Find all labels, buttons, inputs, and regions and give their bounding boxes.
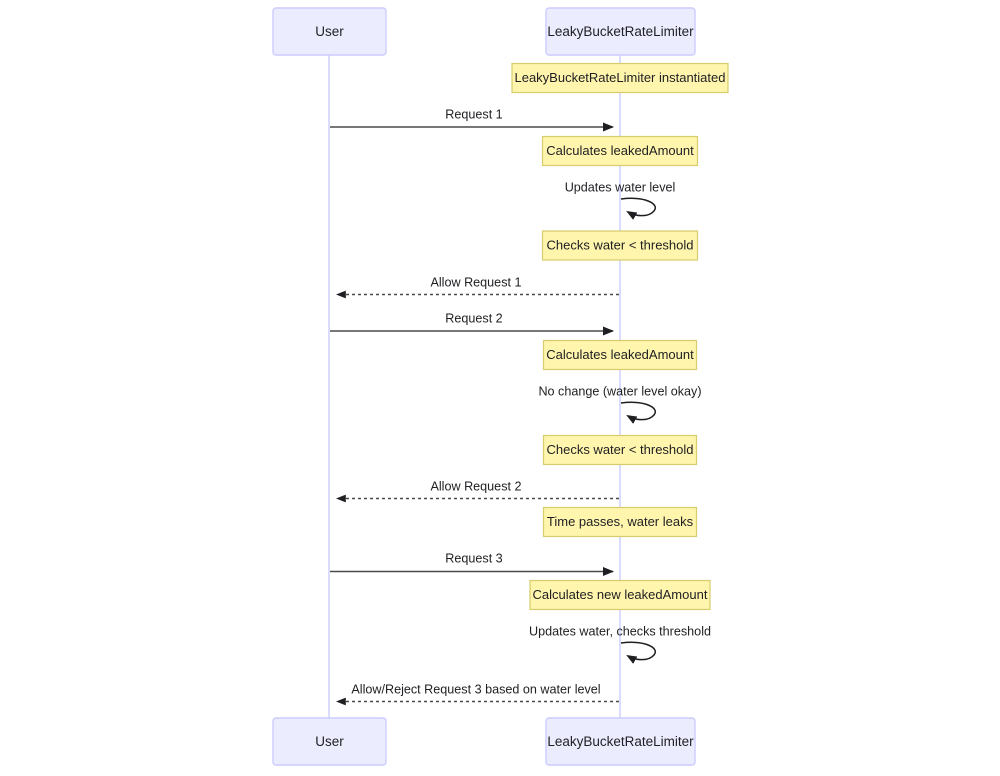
note-text-time-passes: Time passes, water leaks — [547, 514, 694, 529]
message-allow-request-1: Allow Request 1 — [336, 275, 619, 299]
note-box-checks-threshold-2 — [542, 434, 698, 466]
actor-label-limiter-top: LeakyBucketRateLimiter — [547, 24, 694, 39]
note-box-time-passes — [542, 506, 698, 538]
actor-box-limiter-top[interactable] — [545, 7, 696, 56]
note-box-instantiated — [511, 62, 729, 94]
actor-header-limiter[interactable]: LeakyBucketRateLimiter — [545, 7, 696, 56]
actor-footer-user[interactable]: User — [272, 717, 387, 766]
note-box-calculates-new-leaked — [529, 579, 711, 611]
actor-box-user-bottom[interactable] — [272, 717, 387, 766]
message-label-request-2: Request 2 — [445, 311, 502, 325]
message-label-request-3: Request 3 — [445, 551, 502, 565]
message-allow-request-2: Allow Request 2 — [336, 479, 619, 503]
message-label-allow-reject-request-3: Allow/Reject Request 3 based on water le… — [351, 682, 600, 696]
message-request-1: Request 1 — [330, 107, 615, 132]
self-message-label-updates-water-level: Updates water level — [565, 180, 676, 194]
note-box-calculates-leaked-1 — [541, 135, 699, 167]
note-checks-threshold-2: Checks water < threshold — [542, 434, 698, 466]
message-label-allow-request-1: Allow Request 1 — [430, 275, 521, 289]
actor-header-user[interactable]: User — [272, 7, 387, 56]
self-message-loop-updates-checks-threshold — [620, 641, 657, 664]
actor-box-user-top[interactable] — [272, 7, 387, 56]
actor-box-limiter-bottom[interactable] — [545, 717, 696, 766]
note-calculates-new-leaked-amount: Calculates new leakedAmount — [529, 579, 711, 611]
message-allow-reject-request-3: Allow/Reject Request 3 based on water le… — [336, 682, 619, 706]
note-time-passes: Time passes, water leaks — [542, 506, 698, 538]
note-text-calculates-leaked-1: Calculates leakedAmount — [546, 143, 694, 158]
self-message-loop-updates-water-level — [620, 197, 657, 220]
note-text-checks-threshold-1: Checks water < threshold — [546, 237, 693, 252]
message-label-request-1: Request 1 — [445, 107, 502, 121]
note-checks-threshold-1: Checks water < threshold — [541, 230, 699, 261]
note-instantiated: LeakyBucketRateLimiter instantiated — [511, 62, 729, 94]
self-message-updates-checks-threshold: Updates water, checks threshold — [529, 624, 711, 664]
actor-label-user-bottom: User — [315, 734, 344, 749]
message-request-2: Request 2 — [330, 311, 615, 336]
message-label-allow-request-2: Allow Request 2 — [430, 479, 521, 493]
message-request-3: Request 3 — [330, 551, 615, 576]
actor-footer-limiter[interactable]: LeakyBucketRateLimiter — [545, 717, 696, 766]
note-calculates-leaked-amount-2: Calculates leakedAmount — [542, 339, 698, 371]
note-text-instantiated: LeakyBucketRateLimiter instantiated — [514, 70, 725, 85]
note-box-calculates-leaked-2 — [542, 339, 698, 371]
self-message-updates-water-level: Updates water level — [565, 180, 676, 220]
note-text-calculates-new-leaked: Calculates new leakedAmount — [533, 587, 708, 602]
self-message-no-change: No change (water level okay) — [538, 384, 702, 424]
note-box-checks-threshold-1 — [541, 230, 699, 261]
actor-label-user-top: User — [315, 24, 344, 39]
self-message-label-no-change: No change (water level okay) — [538, 384, 701, 398]
note-calculates-leaked-amount-1: Calculates leakedAmount — [541, 135, 699, 167]
self-message-label-updates-checks-threshold: Updates water, checks threshold — [529, 624, 711, 638]
self-message-loop-no-change — [620, 401, 657, 424]
note-text-checks-threshold-2: Checks water < threshold — [546, 442, 693, 457]
note-text-calculates-leaked-2: Calculates leakedAmount — [546, 347, 694, 362]
actor-label-limiter-bottom: LeakyBucketRateLimiter — [547, 734, 694, 749]
